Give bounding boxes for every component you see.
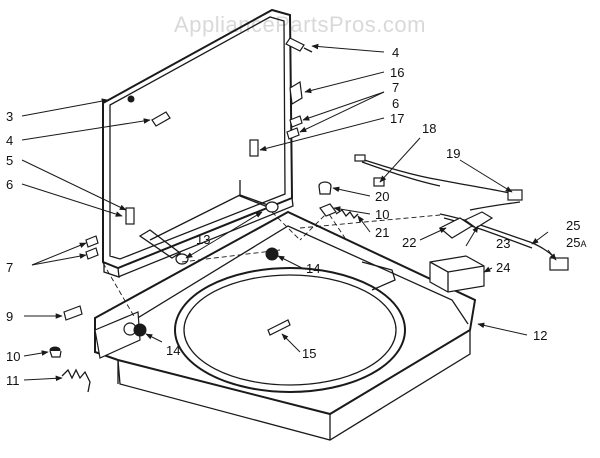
screws-upper [286,115,303,140]
bolt-top [285,37,313,53]
callout-15: 15 [302,346,316,361]
callout-25a-sub: A [580,239,586,249]
callout-24: 24 [496,260,510,275]
clip-9 [63,305,83,321]
callout-3: 3 [6,109,13,124]
lid-switch [438,211,494,239]
callout-12: 12 [533,328,547,343]
callout-6-left: 6 [6,177,13,192]
spring-11 [61,368,91,393]
callout-9: 9 [6,309,13,324]
leader-lines [21,43,557,382]
top-panel [94,210,477,441]
callout-4-lid: 4 [6,133,13,148]
callout-14-right: 14 [306,261,320,276]
callout-7-upper: 7 [392,80,399,95]
knob-20 [318,181,332,195]
callout-11: 11 [6,373,20,388]
bumper-14-left [133,323,147,337]
callout-13: 13 [196,232,210,247]
callout-25: 25 [566,218,580,233]
knob-10 [49,346,62,358]
callout-17: 17 [390,111,404,126]
callout-20: 20 [375,189,389,204]
callout-14-left: 14 [166,343,180,358]
switch-cover-24 [429,255,485,293]
callout-7-lower: 7 [6,260,13,275]
callout-21: 21 [375,225,389,240]
callout-16: 16 [390,65,404,80]
lid-bracket-right [249,139,259,157]
callout-10-right: 10 [375,207,389,222]
callout-22: 22 [402,235,416,250]
callout-19: 19 [446,146,460,161]
callout-10-left: 10 [6,349,20,364]
callout-6-right: 6 [392,96,399,111]
lid-hole [127,95,135,103]
callout-23: 23 [496,236,510,251]
callout-5: 5 [6,153,13,168]
tub-opening [174,267,406,393]
assembly-lines [102,207,441,319]
callout-18: 18 [422,121,436,136]
connector-25a [549,257,569,271]
bolt-lid [151,111,171,127]
connector-19 [507,189,523,201]
callout-25a: 25A [566,235,586,250]
actuator-10 [319,203,337,217]
washer-lid [102,8,294,278]
watermark: AppliancePartsPros.com [174,12,426,37]
callout-4-top: 4 [392,45,399,60]
front-hinge-block [94,311,141,359]
bumper-14-right [265,247,279,261]
screw-15 [267,319,291,336]
screws-lower [85,235,99,260]
spring-21 [335,209,359,220]
callout-25a-main: 25 [566,235,580,250]
lid-bracket-left [125,207,135,225]
callout-labels: 3 4 4 5 6 6 7 7 9 10 10 11 12 13 14 14 1… [6,45,586,388]
hinge-bracket-16 [289,81,303,105]
